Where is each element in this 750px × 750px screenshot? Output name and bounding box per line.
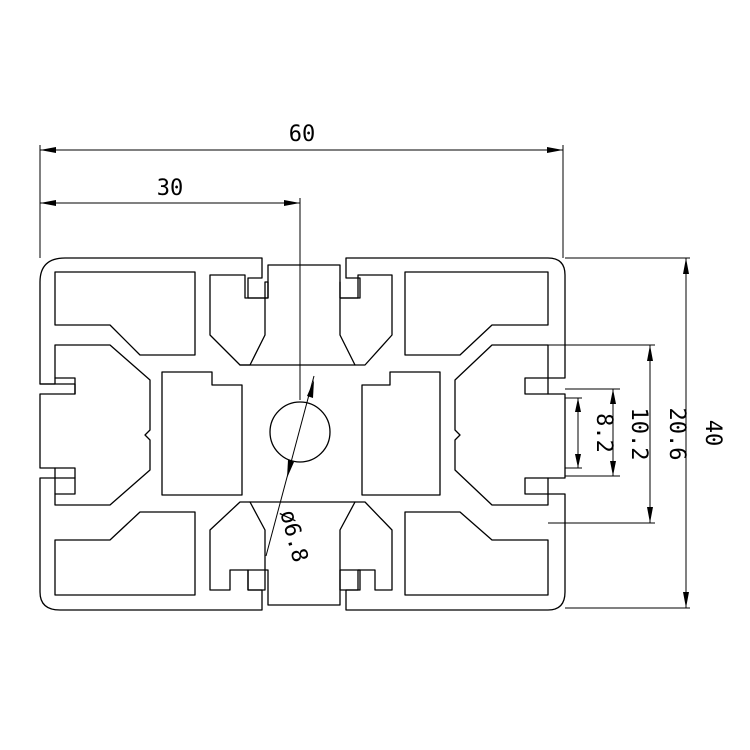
arrow-20-6-top — [647, 345, 653, 361]
arrow-10-2-top — [610, 389, 616, 404]
chamber-bottom-left — [54, 511, 196, 596]
outer-contour — [39, 257, 566, 611]
dim-60-label: 60 — [289, 122, 316, 147]
left-top-slot — [39, 344, 151, 506]
right-slot-lip-bottom — [524, 477, 549, 495]
dimensions: 60 30 40 20.6 10.2 8.2 ø6.8 — [39, 122, 725, 609]
arrow-40-bottom — [683, 592, 689, 608]
arrow-60-left — [40, 147, 56, 153]
right-slot — [454, 344, 549, 506]
arrow-6-8-top — [307, 380, 314, 398]
dim-6-8-label: ø6.8 — [274, 507, 312, 565]
core-bottom-right — [339, 501, 393, 591]
core-bottom-left — [209, 501, 266, 591]
right-slot-lip-top — [524, 377, 549, 395]
dim-40-label: 40 — [700, 420, 725, 447]
core-top-left — [209, 274, 269, 366]
arrow-8-2-top — [575, 398, 581, 412]
dim-30-label: 30 — [157, 176, 184, 201]
arrow-6-8-bottom — [287, 460, 294, 478]
dim-8-2-label: 8.2 — [591, 413, 616, 453]
arrow-30-right — [284, 200, 300, 206]
arrow-30-left — [40, 200, 56, 206]
chamber-top-left — [54, 271, 196, 356]
arrow-60-right — [547, 147, 563, 153]
channel-left — [161, 371, 243, 496]
profile-outline — [39, 257, 566, 611]
arrow-20-6-bottom — [647, 507, 653, 523]
core-top-right — [339, 274, 393, 366]
arrow-40-top — [683, 258, 689, 274]
arrow-8-2-bottom — [575, 454, 581, 468]
chamber-top-right — [404, 271, 549, 356]
channel-right — [361, 371, 441, 496]
left-slot-lip-top — [54, 377, 76, 395]
left-slot-lip-bottom — [54, 477, 76, 495]
dim-20-6-label: 20.6 — [664, 408, 689, 461]
center-bore — [269, 401, 331, 463]
chamber-bottom-right — [404, 511, 549, 596]
arrow-10-2-bottom — [610, 461, 616, 476]
dim-10-2-label: 10.2 — [626, 408, 651, 461]
